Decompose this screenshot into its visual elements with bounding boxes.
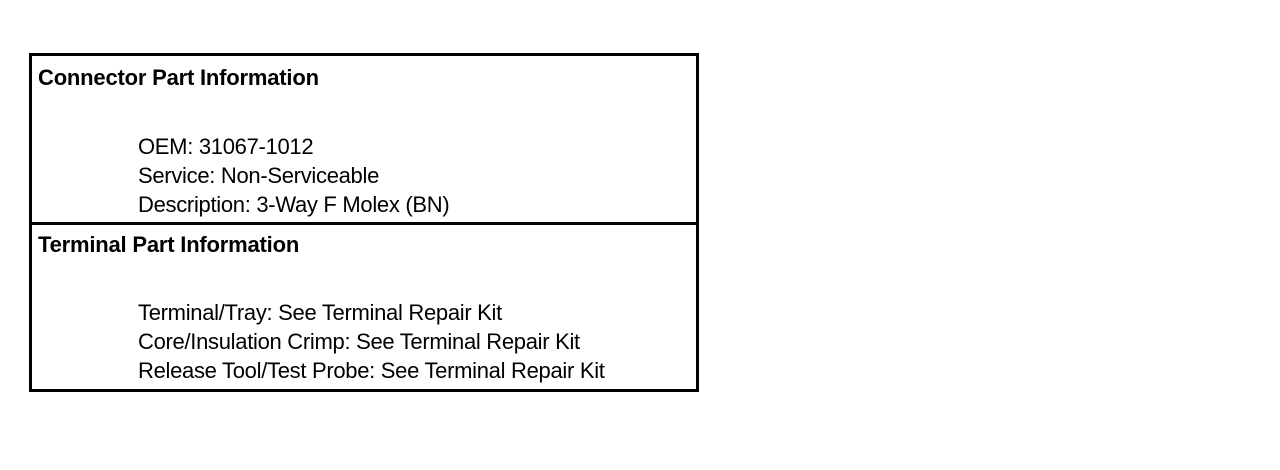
- part-information-table: Connector Part Information OEM: 31067-10…: [29, 53, 699, 392]
- terminal-section-title: Terminal Part Information: [38, 232, 300, 257]
- connector-service-line: Service: Non-Serviceable: [138, 163, 380, 188]
- terminal-part-section: Terminal Part Information Terminal/Tray:…: [32, 225, 696, 389]
- connector-section-title: Connector Part Information: [38, 65, 319, 90]
- terminal-release-tool-line: Release Tool/Test Probe: See Terminal Re…: [138, 358, 605, 383]
- connector-description-line: Description: 3-Way F Molex (BN): [138, 192, 450, 217]
- terminal-tray-line: Terminal/Tray: See Terminal Repair Kit: [138, 300, 502, 325]
- terminal-crimp-line: Core/Insulation Crimp: See Terminal Repa…: [138, 329, 580, 354]
- terminal-detail-list: Terminal/Tray: See Terminal Repair Kit C…: [138, 298, 605, 385]
- connector-oem-line: OEM: 31067-1012: [138, 134, 314, 159]
- connector-detail-list: OEM: 31067-1012 Service: Non-Serviceable…: [138, 132, 450, 219]
- connector-part-section: Connector Part Information OEM: 31067-10…: [32, 56, 696, 225]
